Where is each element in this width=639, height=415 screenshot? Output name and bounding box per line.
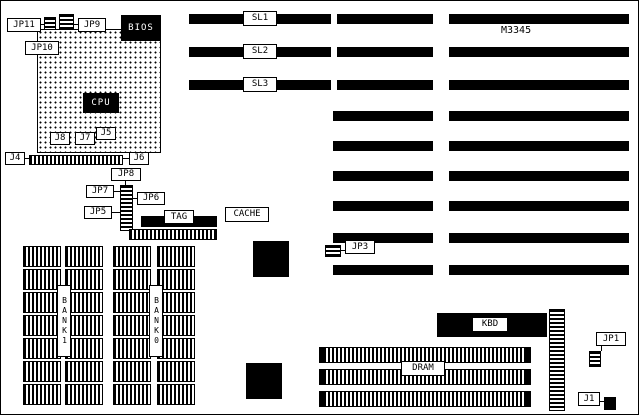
label-cache: CACHE: [225, 207, 269, 222]
sram-chip: [129, 229, 217, 240]
expansion-slot: [449, 80, 629, 90]
label-kbd: KBD: [472, 317, 508, 332]
label-jp1: JP1: [596, 332, 626, 346]
cache-chip: [157, 269, 195, 290]
qfp-chip: [246, 363, 282, 399]
simm-clip-icon: [319, 369, 326, 385]
expansion-slot: [449, 171, 629, 181]
expansion-slot: [449, 14, 629, 24]
label-j8: J8: [50, 132, 70, 145]
cache-chip: [113, 246, 151, 267]
label-j1: J1: [578, 392, 600, 406]
expansion-slot: [449, 47, 629, 57]
cache-chip: [23, 315, 61, 336]
bank0-label: BANK0: [149, 285, 163, 357]
cache-chip: [23, 292, 61, 313]
label-j5: J5: [96, 127, 116, 140]
cache-chip: [157, 384, 195, 405]
expansion-slot: [333, 201, 433, 211]
cache-chip: [113, 315, 151, 336]
slot-label-sl2: SL2: [243, 44, 277, 59]
cache-chip: [23, 269, 61, 290]
simm-clip-icon: [524, 391, 531, 407]
wire: [112, 212, 120, 213]
power-connector: [549, 309, 565, 411]
jumper-block-icon: [120, 185, 133, 231]
expansion-slot: [333, 141, 433, 151]
label-jp10: JP10: [25, 41, 59, 55]
label-j7: J7: [75, 132, 95, 145]
cache-chip: [65, 246, 103, 267]
expansion-slot: [333, 111, 433, 121]
expansion-slot: [449, 111, 629, 121]
cache-chip: [157, 246, 195, 267]
cpu-label: CPU: [83, 93, 119, 113]
pin-header: [29, 155, 123, 165]
simm-clip-icon: [524, 347, 531, 363]
expansion-slot: [449, 141, 629, 151]
label-j6: J6: [129, 152, 149, 165]
wire: [74, 24, 78, 25]
expansion-slot: [449, 265, 629, 275]
cache-chip: [65, 269, 103, 290]
simm-clip-icon: [319, 391, 326, 407]
wire: [41, 24, 44, 25]
wire: [133, 198, 137, 199]
cache-chip: [23, 384, 61, 405]
cache-chip: [23, 338, 61, 359]
expansion-slot: [337, 14, 433, 24]
wire: [114, 191, 120, 192]
label-dram: DRAM: [401, 361, 445, 376]
cache-chip: [157, 361, 195, 382]
expansion-slot: [333, 233, 433, 243]
wire: [600, 401, 604, 402]
bios-chip: BIOS: [121, 15, 161, 41]
simm-clip-icon: [524, 369, 531, 385]
label-jp11: JP11: [7, 18, 41, 32]
expansion-slot: [337, 47, 433, 57]
label-tag: TAG: [164, 210, 194, 224]
dram-simm: [319, 391, 531, 407]
label-jp6: JP6: [137, 192, 165, 205]
connector-icon: [604, 397, 616, 410]
cache-chip: [23, 246, 61, 267]
wire: [601, 346, 602, 351]
cache-chip: [113, 384, 151, 405]
cache-chip: [113, 338, 151, 359]
wire: [341, 250, 345, 251]
qfp-chip: [253, 241, 289, 277]
expansion-slot: [337, 80, 433, 90]
connector-icon: [589, 351, 601, 367]
expansion-slot: [449, 201, 629, 211]
cache-chip: [23, 361, 61, 382]
slot-label-sl3: SL3: [243, 77, 277, 92]
label-jp8: JP8: [111, 168, 141, 181]
cache-chip: [113, 292, 151, 313]
cache-chip: [113, 269, 151, 290]
label-jp7: JP7: [86, 185, 114, 198]
wire: [25, 158, 29, 159]
cache-chip: [113, 361, 151, 382]
label-j4: J4: [5, 152, 25, 165]
cache-chip: [65, 361, 103, 382]
board-model-label: M3345: [501, 25, 532, 36]
bank1-label: BANK1: [57, 285, 71, 357]
label-jp5: JP5: [84, 206, 112, 219]
expansion-slot: [333, 171, 433, 181]
cache-chip: [65, 384, 103, 405]
wire: [123, 158, 129, 159]
slot-label-sl1: SL1: [243, 11, 277, 26]
wire: [125, 181, 126, 185]
simm-clip-icon: [319, 347, 326, 363]
expansion-slot: [449, 233, 629, 243]
label-jp9: JP9: [78, 18, 106, 32]
expansion-slot: [333, 265, 433, 275]
connector-icon: [325, 245, 341, 257]
label-jp3: JP3: [345, 240, 375, 254]
